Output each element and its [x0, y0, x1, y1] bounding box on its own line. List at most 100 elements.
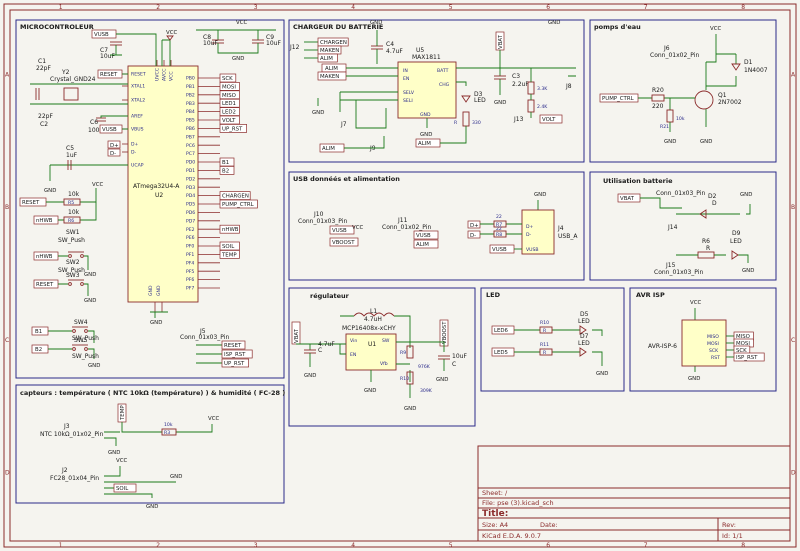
grid-col-bottom: 7 [644, 542, 648, 549]
sw5-ref: SW5 [74, 337, 88, 344]
outer-frame [3, 3, 797, 548]
u2-right-pin: PF1 [186, 252, 194, 258]
reset-pullup-label: RESET [22, 200, 40, 206]
u5-pin-chg: CHG [439, 82, 450, 88]
j8-ref: J8 [565, 83, 572, 90]
avr-net-label: SCK [736, 348, 747, 354]
u2-right-pin: PD5 [186, 202, 195, 208]
d9-value: LED [730, 238, 742, 245]
d9-gnd-label: GND [742, 268, 754, 274]
resistor-r7[interactable] [493, 220, 507, 228]
u2-net-label-box [219, 166, 235, 175]
j8-gnd-label: GND [548, 20, 560, 26]
u2-net-label-box [219, 98, 240, 108]
j11-ref: J11 [397, 217, 408, 224]
led-d3[interactable] [461, 95, 471, 103]
grid-row-left: D [5, 470, 10, 477]
u2-net-label-box [219, 224, 240, 234]
c8-vcc-label: VCC [236, 20, 247, 26]
vbat-label-charger: VBAT [498, 34, 504, 49]
mosfet-q1[interactable] [694, 90, 714, 110]
j5-net-label: UP_RST [224, 361, 245, 367]
resistor-r21[interactable] [666, 109, 674, 123]
r20-value: 220 [652, 103, 664, 110]
grid-row-right: B [791, 204, 795, 211]
sw3-gnd-label: GND [84, 298, 96, 304]
avr-pin-mosi: MOSI [707, 341, 719, 347]
usb-pin-dminus: D- [526, 232, 532, 238]
resistor-r6[interactable] [63, 216, 81, 224]
c2-value: 22pF [38, 113, 53, 120]
u2-net-label-box [219, 199, 258, 209]
u5-pin-batt: BATT [437, 68, 449, 74]
resistor-chg[interactable] [462, 111, 470, 127]
grid-col-bottom: 5 [449, 542, 453, 549]
d3-ref: D3 [474, 91, 483, 98]
resistor-battery-r6[interactable] [697, 251, 715, 259]
u2-vcc-label: VCC [166, 30, 177, 36]
resistor-divider-bottom[interactable] [527, 99, 535, 113]
avr-gnd-label: GND [688, 376, 700, 382]
diode-d1[interactable] [731, 63, 741, 71]
led-r11-ref: R11 [540, 342, 549, 348]
inductor-l1[interactable] [353, 312, 395, 317]
resistor-r5[interactable] [63, 198, 81, 206]
avr-isp-header[interactable] [681, 319, 727, 367]
resistor-r8[interactable] [493, 230, 507, 238]
resistor-divider-top[interactable] [527, 81, 535, 95]
block-regulator: régulateur L1 4.7uH MCP16408x-xCHY U1 Vi… [288, 287, 476, 427]
c4-ref: C4 [386, 41, 394, 48]
sensor-soil-label: SOIL [116, 486, 128, 492]
grid-col-top: 7 [644, 4, 648, 11]
pump-ctrl-label: PUMP_CTRL [602, 96, 634, 102]
max1811[interactable] [397, 61, 457, 119]
resistor-r20[interactable] [651, 94, 665, 102]
u2-top-pin: UVCC [155, 68, 161, 81]
u2-right-pin: PD0 [186, 160, 195, 166]
r21-gnd-label: GND [664, 139, 676, 145]
cin-ref: C [318, 347, 322, 354]
j11-value: Conn_01x02_Pin [382, 224, 431, 231]
usb-gnd-label: GND [534, 192, 546, 198]
sensor-temp-label: TEMP [120, 405, 126, 421]
crystal-y2[interactable] [63, 87, 79, 101]
led-d5[interactable] [579, 325, 587, 335]
u2-right-pin: PE2 [186, 227, 195, 233]
block-pump: pomps d'eau VCC J6 Conn_01x02_Pin D1 1N4… [589, 19, 777, 163]
u5-pin-gnd: GND [420, 112, 431, 118]
u2-right-pin: PC6 [186, 143, 195, 149]
u1-pin-sw: SW [382, 338, 390, 344]
j2-value: FC28_01x04_Pin [50, 475, 99, 482]
u2-right-pin: PB3 [186, 101, 195, 107]
block-usb: USB donnéés et alimentation J10 Conn_01x… [288, 171, 585, 281]
u2-net-label-box [219, 191, 251, 200]
u5-pin-in: IN [403, 68, 408, 74]
u2-net-label-box [219, 107, 240, 116]
j14-value: Conn_01x03_Pin [656, 190, 705, 197]
usb-a-connector[interactable] [521, 209, 555, 255]
u2-left-pin: RESET [131, 72, 146, 78]
tb-size: Size: A4 [482, 521, 508, 529]
j12-net-label: CHARGEN [320, 40, 347, 46]
tb-id: Id: 1/1 [722, 532, 743, 540]
u2-net-label-box [219, 115, 240, 125]
diode-d2[interactable] [699, 209, 707, 219]
atmega32u4[interactable] [127, 65, 199, 303]
reset-switch-label: RESET [36, 282, 54, 288]
resistor-r3[interactable] [161, 428, 177, 436]
u2-net-label: LED2 [222, 110, 236, 116]
resistor-r11-led[interactable] [539, 348, 553, 356]
d5-ref: D5 [580, 311, 589, 318]
resistor-r10-led[interactable] [539, 326, 553, 334]
u1-value: MCP16408x-xCHY [342, 325, 396, 332]
r3-vcc-label: VCC [208, 416, 219, 422]
u2-net-label-box [219, 157, 235, 167]
c9-ref: C9 [266, 34, 274, 41]
led-d9[interactable] [731, 250, 739, 260]
j4-ref: J4 [557, 225, 564, 232]
led-d7[interactable] [579, 347, 587, 357]
resistor-r9[interactable] [406, 345, 414, 359]
j5-ref: J5 [199, 328, 206, 335]
